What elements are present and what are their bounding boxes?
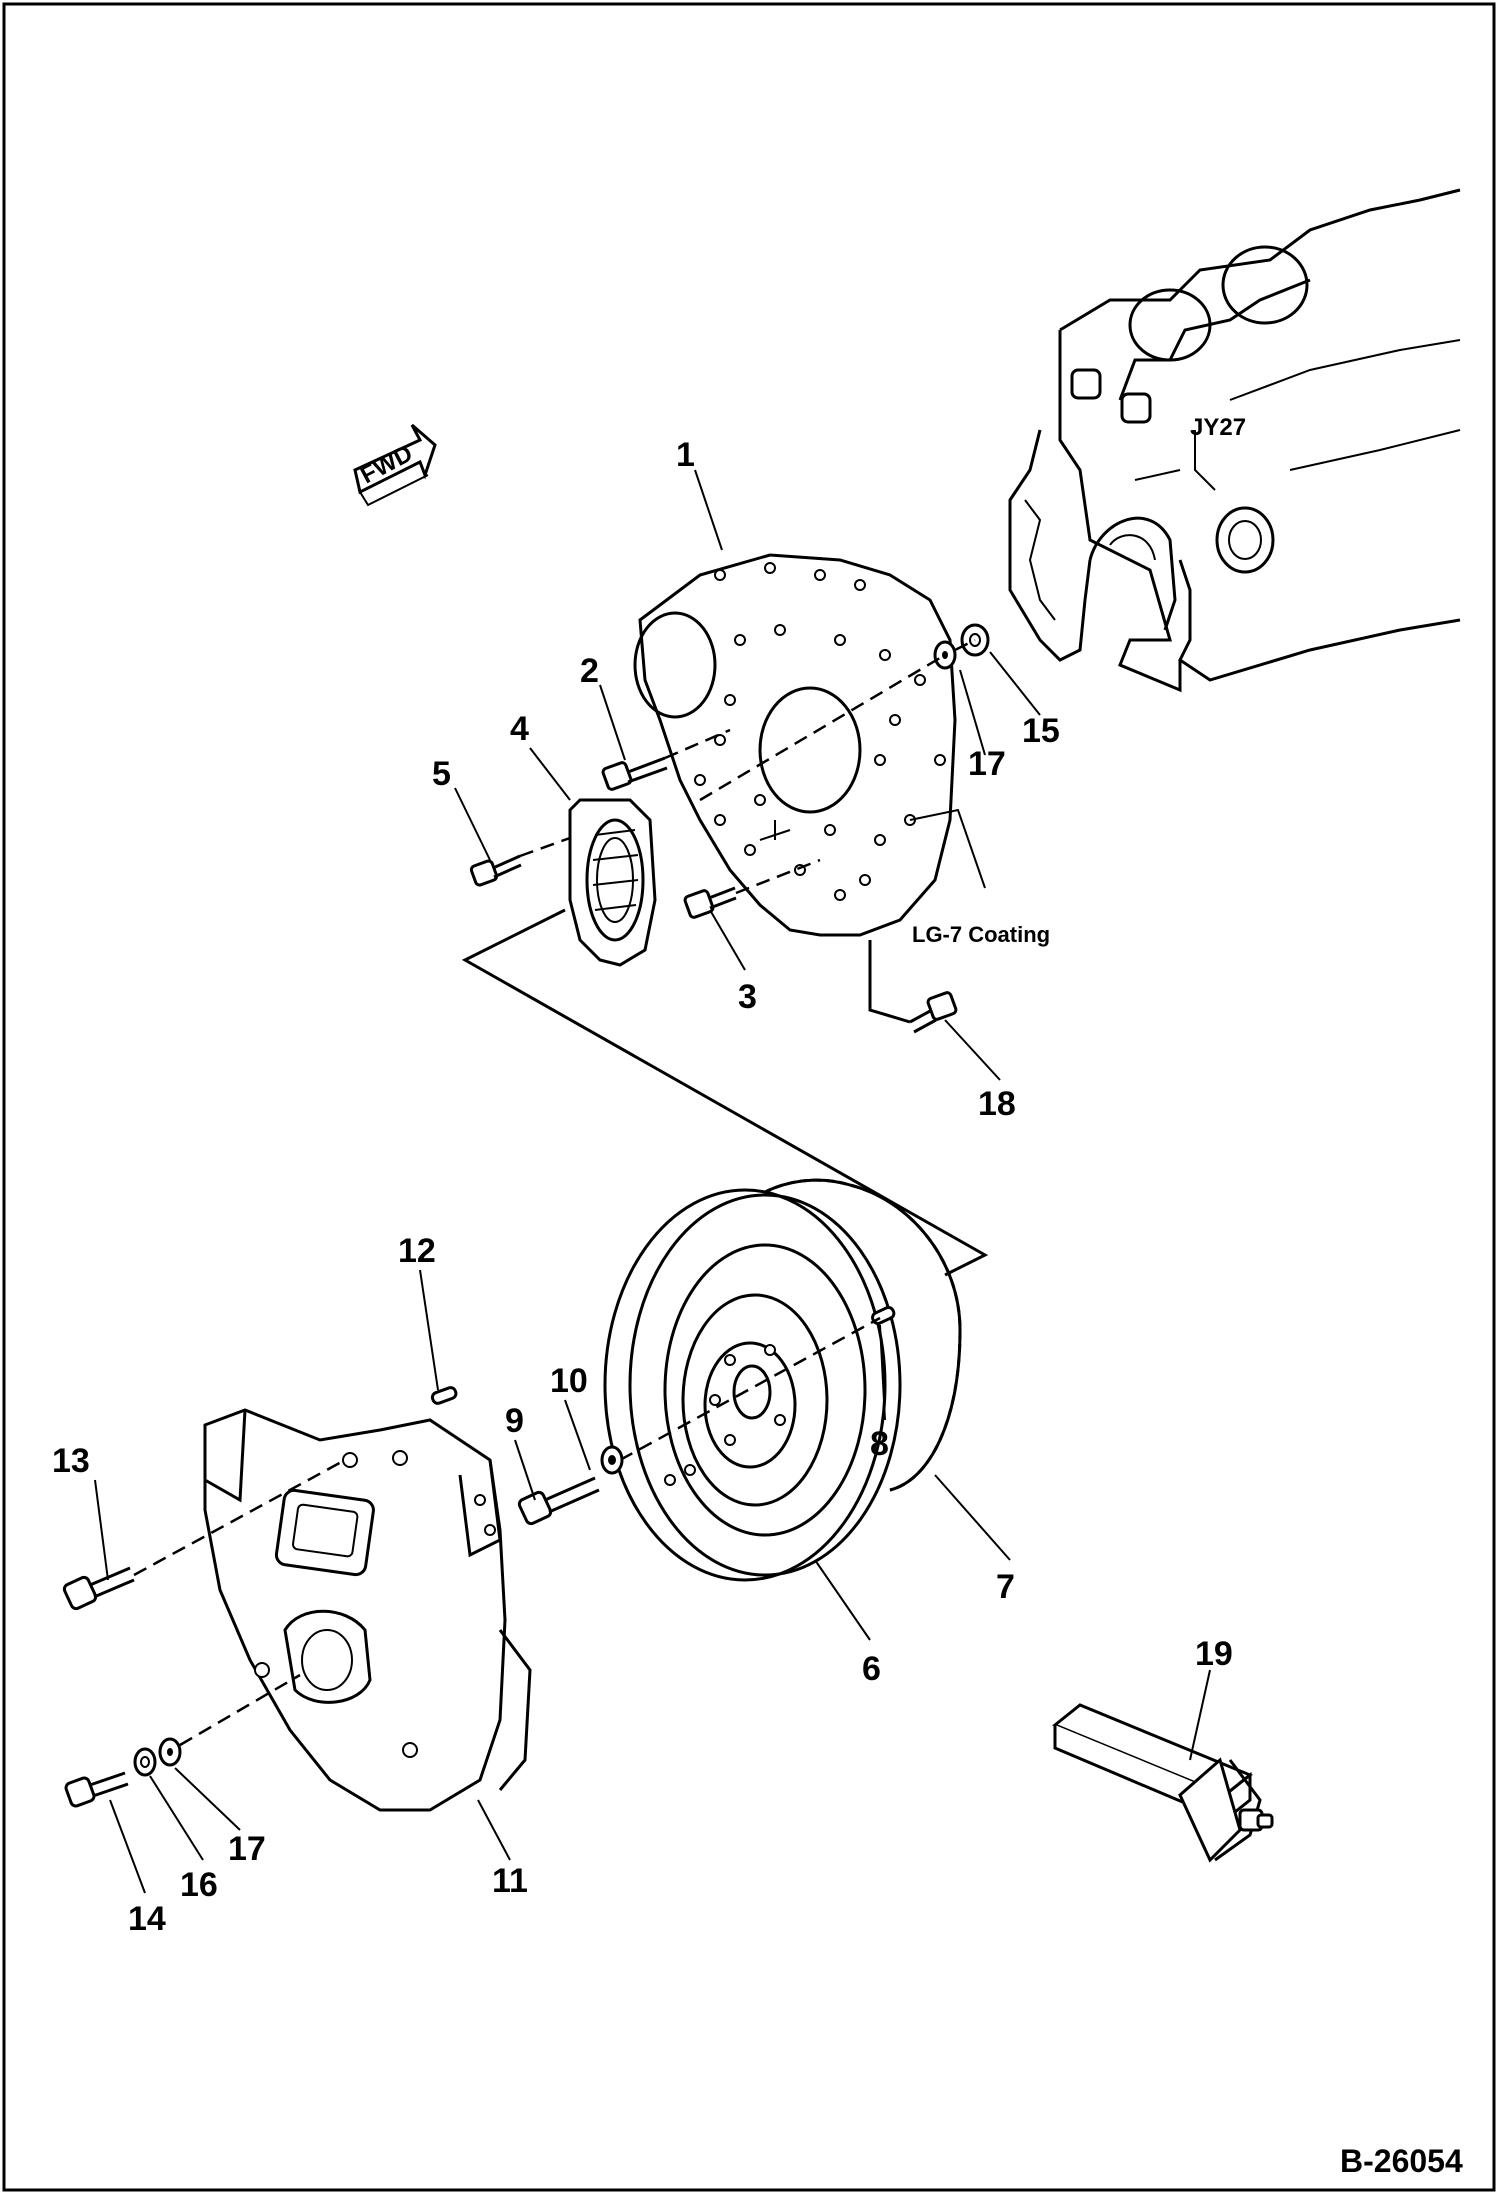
assembly-line-5 [519, 836, 571, 858]
assembly-line-15 [954, 638, 976, 652]
engine-label: JY27 [1190, 414, 1246, 441]
coating-note: LG-7 Coating [912, 922, 1050, 947]
ring-gear [718, 1178, 962, 1492]
rear-plate [633, 553, 957, 937]
bolt-14 [64, 1771, 129, 1808]
callout-9: 9 [505, 1402, 524, 1440]
callout-1: 1 [676, 436, 695, 474]
callout-8: 8 [870, 1425, 889, 1463]
fwd-text: FWD [356, 440, 417, 489]
tool-19 [1052, 1703, 1274, 1863]
callout-10: 10 [550, 1362, 588, 1400]
callout-17-top: 17 [968, 745, 1006, 783]
callout-16: 16 [180, 1866, 218, 1904]
assembly-line-14 [179, 1673, 301, 1747]
callout-4: 4 [510, 710, 529, 748]
flywheel [603, 1188, 902, 1582]
callout-6: 6 [862, 1650, 881, 1688]
callout-7: 7 [996, 1568, 1015, 1606]
bolt-2 [601, 756, 668, 791]
plate-holes [694, 562, 946, 901]
washer-10 [600, 1445, 624, 1475]
assembly-line-flywheel [619, 1316, 881, 1462]
dowel-pin-12 [430, 1386, 458, 1405]
bracket-18 [868, 940, 911, 1024]
assembly-line-2 [664, 728, 731, 760]
callout-13: 13 [52, 1442, 90, 1480]
washer-17-bottom [158, 1737, 182, 1767]
leader-lines [94, 469, 1211, 1894]
bolt-3 [683, 886, 737, 919]
bolt-13 [62, 1566, 135, 1611]
callout-2: 2 [580, 652, 599, 690]
document-number: B-26054 [1340, 2143, 1463, 2179]
callout-numbers: 1 2 3 4 5 6 7 8 9 10 11 12 13 14 15 16 1… [52, 436, 1233, 1938]
assembly-line-17 [699, 653, 946, 802]
callout-5: 5 [432, 755, 451, 793]
bolt-5 [469, 854, 522, 887]
callout-17-bottom: 17 [228, 1830, 266, 1868]
callout-14: 14 [128, 1900, 166, 1938]
assembly-line-13 [133, 1458, 346, 1577]
callout-3: 3 [738, 978, 757, 1016]
callout-18: 18 [978, 1085, 1016, 1123]
callout-11: 11 [492, 1862, 528, 1900]
flywheel-housing [203, 1408, 532, 1812]
callout-15: 15 [1022, 712, 1060, 750]
oil-seal [568, 798, 657, 967]
callout-19: 19 [1195, 1635, 1233, 1673]
bolt-18 [909, 991, 958, 1034]
bracket-4-7 [461, 908, 989, 1277]
callout-12: 12 [398, 1232, 436, 1270]
washer-17-top [933, 640, 957, 670]
engine-block: JY27 [1008, 188, 1461, 693]
washer-16 [133, 1747, 157, 1777]
assembly-line-3 [735, 858, 821, 895]
forward-arrow: FWD [353, 423, 437, 507]
bolt-9 [517, 1476, 600, 1526]
